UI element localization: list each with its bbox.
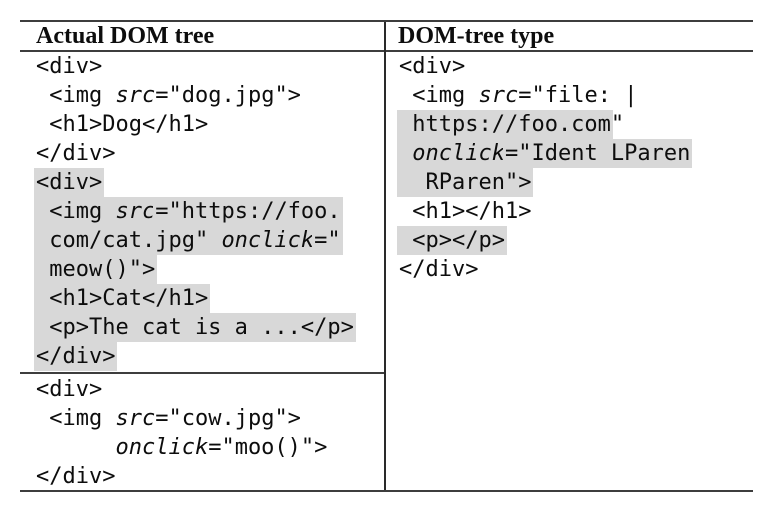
code-line: <div> <box>36 375 384 404</box>
highlighted-code-text: ="Ident LParen <box>504 141 691 166</box>
code-line: <h1></h1> <box>399 197 753 226</box>
code-text: <img <box>36 83 116 108</box>
code-line: meow()"> <box>36 255 384 284</box>
paper-table: Actual DOM tree DOM-tree type <div> <img… <box>20 20 753 492</box>
table-rule-bottom <box>20 490 753 492</box>
code-text: <h1></h1> <box>399 199 532 224</box>
column-header-dom-tree-type: DOM-tree type <box>398 23 555 49</box>
highlighted-code-text: meow()"> <box>36 257 156 282</box>
code-line: <img src="cow.jpg"> <box>36 404 384 433</box>
code-line: RParen"> <box>399 168 753 197</box>
code-text: <h1>Dog</h1> <box>36 112 209 137</box>
code-text: </div> <box>36 464 116 489</box>
attribute-keyword: src <box>478 83 519 108</box>
highlighted-code-text: RParen"> <box>399 170 532 195</box>
code-line: onclick="Ident LParen <box>399 139 753 168</box>
code-line: </div> <box>36 139 384 168</box>
highlighted-code-text: ="https://foo. <box>155 199 341 224</box>
highlighted-code-text <box>399 141 413 166</box>
code-text: <div> <box>36 377 103 402</box>
code-text <box>36 435 115 460</box>
code-text: <div> <box>36 54 103 79</box>
code-line: <img src="https://foo. <box>36 197 384 226</box>
highlighted-code-text: com/cat.jpg" <box>36 228 222 253</box>
code-column-actual-dom-tree: <div> <img src="dog.jpg"> <h1>Dog</h1></… <box>20 52 384 490</box>
code-line: com/cat.jpg" onclick=" <box>36 226 384 255</box>
attribute-keyword: onclick <box>115 435 209 460</box>
code-line: <div> <box>36 52 384 81</box>
highlighted-code-text: <h1>Cat</h1> <box>36 286 209 311</box>
code-text: ="file: | <box>518 83 638 108</box>
code-text: <img <box>36 406 116 431</box>
highlighted-code-text: =" <box>314 228 341 253</box>
code-line: onclick="moo()"> <box>36 433 384 462</box>
code-line: <div> <box>399 52 753 81</box>
code-line: <div> <box>36 168 384 197</box>
attribute-keyword: src <box>115 199 156 224</box>
code-line: </div> <box>36 342 384 371</box>
highlighted-code-text: <p>The cat is a ...</p> <box>36 315 354 340</box>
attribute-keyword: onclick <box>221 228 315 253</box>
code-text: " <box>610 112 625 137</box>
code-line: </div> <box>36 462 384 490</box>
code-block: <div> <img src="file: | https://foo.com"… <box>399 52 753 284</box>
attribute-keyword: src <box>115 406 156 431</box>
highlighted-code-text: </div> <box>36 344 116 369</box>
code-text: </div> <box>36 141 116 166</box>
table-rule-header <box>20 50 753 52</box>
code-line: <p></p> <box>399 226 753 255</box>
column-header-actual-dom-tree: Actual DOM tree <box>36 23 215 49</box>
code-line: <h1>Cat</h1> <box>36 284 384 313</box>
table-rule-top <box>20 20 753 22</box>
code-line: <p>The cat is a ...</p> <box>36 313 384 342</box>
row-divider-rule <box>20 372 384 374</box>
code-text: ="dog.jpg"> <box>155 83 301 108</box>
code-text: ="cow.jpg"> <box>155 406 301 431</box>
code-text: ="moo()"> <box>208 435 328 460</box>
highlighted-code-text: <div> <box>36 170 103 195</box>
attribute-keyword: onclick <box>412 141 505 166</box>
code-text: </div> <box>399 257 479 282</box>
code-text: <div> <box>399 54 466 79</box>
code-text: <img <box>399 83 479 108</box>
code-block: <div> <img src="cow.jpg"> onclick="moo()… <box>36 375 384 490</box>
code-line: </div> <box>399 255 753 284</box>
highlighted-code-text: https://foo.com <box>399 112 611 137</box>
code-block: <div> <img src="dog.jpg"> <h1>Dog</h1></… <box>36 52 384 371</box>
code-line: <img src="file: | <box>399 81 753 110</box>
code-column-dom-tree-type: <div> <img src="file: | https://foo.com"… <box>386 52 753 490</box>
column-divider <box>384 22 386 490</box>
table-header-row: Actual DOM tree DOM-tree type <box>20 22 753 50</box>
highlighted-code-text: <p></p> <box>399 228 505 253</box>
code-line: <img src="dog.jpg"> <box>36 81 384 110</box>
code-line: <h1>Dog</h1> <box>36 110 384 139</box>
attribute-keyword: src <box>115 83 156 108</box>
highlighted-code-text: <img <box>36 199 116 224</box>
code-line: https://foo.com" <box>399 110 753 139</box>
